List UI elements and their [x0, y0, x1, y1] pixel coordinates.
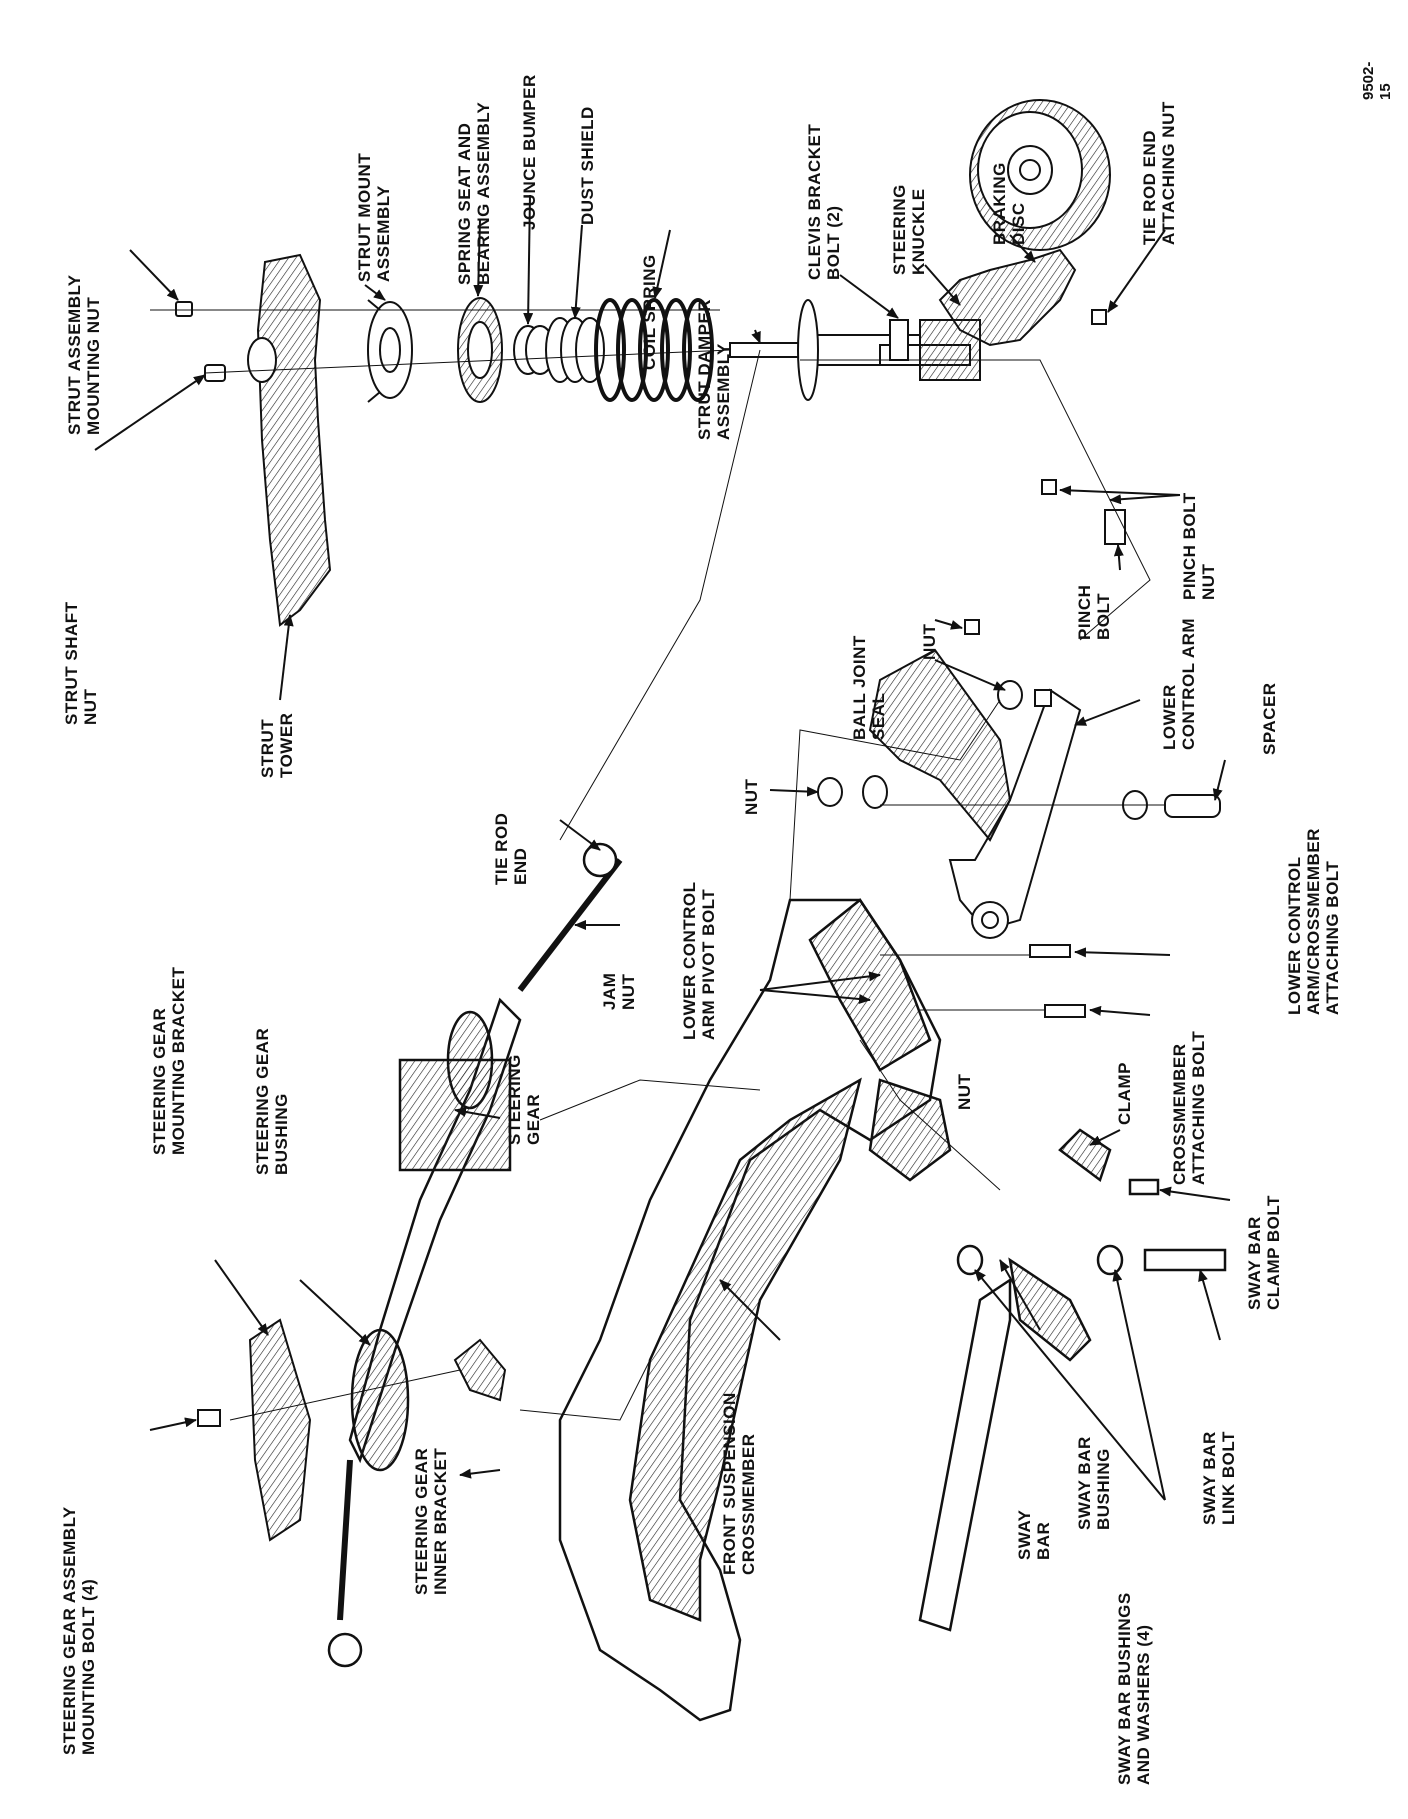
- braking-disc: [969, 99, 1111, 251]
- label-sway-bar-bushings-washers: SWAY BAR BUSHINGS AND WASHERS (4): [1115, 1592, 1153, 1785]
- label-lower-control-arm-pivot-bolt: LOWER CONTROL ARM PIVOT BOLT: [680, 881, 718, 1040]
- label-sway-bar-link-bolt: SWAY BAR LINK BOLT: [1200, 1431, 1238, 1525]
- sway-bar: [918, 1128, 1227, 1632]
- label-pinch-bolt-nut: PINCH BOLT NUT: [1180, 492, 1218, 600]
- label-ball-joint-seal: BALL JOINT SEAL: [850, 635, 888, 740]
- lower-control-arm: [868, 648, 1082, 939]
- label-nut-crossmember: NUT: [955, 1073, 974, 1110]
- label-front-suspension-crossmember: FRONT SUSPENSION CROSSMEMBER: [720, 1392, 758, 1575]
- label-sway-bar-bushing: SWAY BAR BUSHING: [1075, 1436, 1113, 1530]
- label-sway-bar: SWAY BAR: [1015, 1509, 1053, 1560]
- label-coil-spring: COIL SPRING: [640, 254, 659, 370]
- label-jounce-bumper: JOUNCE BUMPER: [520, 74, 539, 230]
- label-strut-shaft-nut: STRUT SHAFT NUT: [62, 601, 100, 725]
- leader-lines: [94, 194, 1231, 1501]
- strut-mount-assembly: [367, 299, 413, 403]
- strut-mounting-nut: [175, 301, 193, 317]
- label-tie-rod-end-attaching-nut: TIE ROD END ATTACHING NUT: [1140, 101, 1178, 245]
- label-spacer: SPACER: [1260, 682, 1279, 755]
- label-strut-tower: STRUT TOWER: [258, 712, 296, 778]
- label-nut-knuckle: NUT: [920, 623, 939, 660]
- label-pinch-bolt: PINCH BOLT: [1075, 584, 1113, 640]
- coil-spring: [594, 298, 714, 402]
- label-nut-lower: NUT: [742, 778, 761, 815]
- label-braking-disc: BRAKING DISC: [990, 162, 1028, 245]
- label-lca-crossmember-attaching-bolt: LOWER CONTROL ARM/CROSSMEMBER ATTACHING …: [1285, 828, 1342, 1015]
- label-clevis-bracket-bolt: CLEVIS BRACKET BOLT (2): [805, 123, 843, 280]
- front-suspension-crossmember: [558, 898, 952, 1722]
- lca-crossmember-bolt: [1029, 944, 1086, 1018]
- ball-joint-seal: [997, 680, 1023, 710]
- spring-seat-bearing: [457, 297, 503, 403]
- figure-id: 9502-15: [1360, 61, 1394, 100]
- label-clamp: CLAMP: [1115, 1062, 1134, 1125]
- label-steering-knuckle: STEERING KNUCKLE: [890, 184, 928, 275]
- label-lower-control-arm: LOWER CONTROL ARM: [1160, 617, 1198, 750]
- assembly-lines: [150, 309, 1165, 1421]
- label-tie-rod-end: TIE ROD END: [492, 812, 530, 885]
- label-jam-nut: JAM NUT: [600, 972, 638, 1010]
- mounting-bolt: [197, 1409, 221, 1427]
- knuckle-nut: [964, 619, 980, 635]
- label-spring-seat-bearing: SPRING SEAT AND BEARING ASSEMBLY: [455, 101, 493, 285]
- strut-damper: [729, 299, 981, 401]
- label-steering-gear-bushing: STEERING GEAR BUSHING: [253, 1027, 291, 1175]
- label-strut-mount-assembly: STRUT MOUNT ASSEMBLY: [355, 152, 393, 282]
- label-steering-gear-mounting-bracket: STEERING GEAR MOUNTING BRACKET: [150, 966, 188, 1155]
- lower-arm-nut: [817, 775, 888, 809]
- strut-tower: [247, 253, 332, 627]
- label-crossmember-attaching-bolt: CROSSMEMBER ATTACHING BOLT: [1170, 1030, 1208, 1185]
- label-sway-bar-clamp-bolt: SWAY BAR CLAMP BOLT: [1245, 1195, 1283, 1310]
- label-steering-gear: STEERING GEAR: [505, 1054, 543, 1145]
- label-steering-gear-inner-bracket: STEERING GEAR INNER BRACKET: [412, 1447, 450, 1595]
- steering-gear-bracket: [248, 1318, 507, 1542]
- label-steering-gear-assembly-mounting-bolt: STEERING GEAR ASSEMBLY MOUNTING BOLT (4): [60, 1506, 98, 1755]
- clevis-bracket-bolt: [889, 319, 909, 361]
- label-strut-damper-assembly: STRUT DAMPER ASSEMBLY: [695, 298, 733, 440]
- pinch-bolt: [1041, 479, 1126, 545]
- steering-knuckle: [938, 248, 1077, 347]
- tie-rod-end-nut: [1091, 309, 1107, 325]
- label-strut-assembly-mounting-nut: STRUT ASSEMBLY MOUNTING NUT: [65, 274, 103, 435]
- label-dust-shield: DUST SHIELD: [578, 106, 597, 225]
